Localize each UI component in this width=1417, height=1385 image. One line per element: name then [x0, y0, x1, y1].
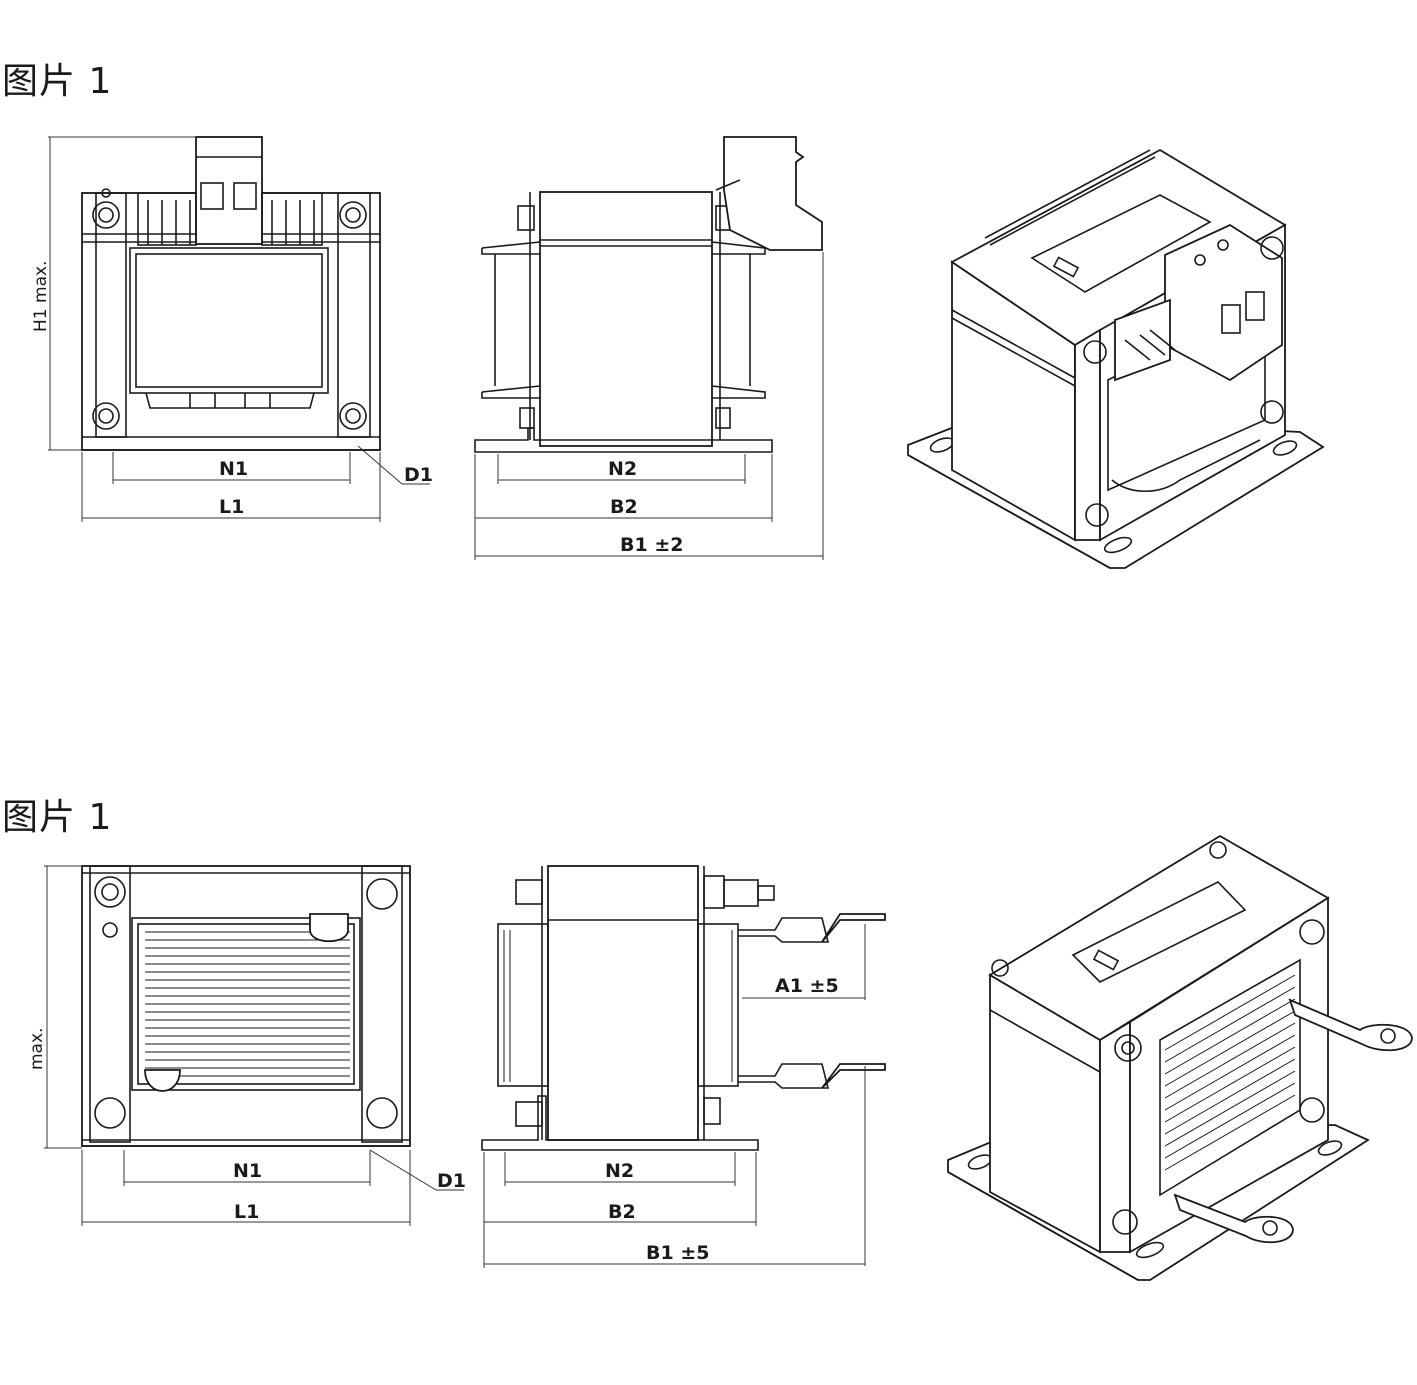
- fig2-bolt-tr-icon: [366, 878, 398, 910]
- figure-2: max. N1 L1 D1: [27, 834, 1413, 1281]
- figure-1-title: 图片 1: [2, 61, 113, 102]
- fig1-front-view: [81, 136, 381, 451]
- fig1-side-view: [474, 136, 823, 453]
- fig1-label-b1: B1 ±2: [620, 534, 683, 556]
- fig2-label-height: max.: [27, 1028, 47, 1070]
- fig1-bolt-br-icon: [339, 402, 367, 430]
- fig2-label-d1: D1: [437, 1170, 466, 1192]
- fig1-label-height: H1 max.: [31, 261, 51, 332]
- fig2-front-view: [81, 865, 411, 1147]
- fig1-label-b2: B2: [610, 496, 638, 518]
- fig1-bolt-tl-icon: [92, 188, 120, 229]
- fig2-label-b2: B2: [608, 1201, 636, 1223]
- fig2-bolt-br-icon: [366, 1097, 398, 1129]
- fig1-isometric-view: [907, 148, 1325, 569]
- fig2-iso-bolt-icon: [991, 841, 1325, 1235]
- fig2-iso-laminations: [1164, 974, 1296, 1171]
- fig2-label-n1: N1: [233, 1160, 262, 1182]
- fig1-label-d1: D1: [404, 464, 433, 486]
- fig2-side-view: [481, 865, 886, 1151]
- fig2-bolt-tl-icon: [94, 876, 126, 938]
- fig1-iso-bolt-icon: [1083, 236, 1284, 527]
- fig2-isometric-view: [947, 834, 1413, 1281]
- fig1-label-n2: N2: [608, 458, 637, 480]
- fig2-label-l1: L1: [234, 1201, 259, 1223]
- fig1-label-n1: N1: [219, 458, 248, 480]
- fig2-front-dimensions: [44, 865, 464, 1226]
- figure-2-title: 图片 1: [2, 797, 113, 838]
- fig2-label-b1: B1 ±5: [646, 1242, 709, 1264]
- fig2-label-n2: N2: [605, 1160, 634, 1182]
- fig1-bolt-bl-icon: [92, 402, 120, 430]
- figure-1: H1 max. N1 L1 D1: [31, 136, 1325, 569]
- fig2-side-dimensions: [483, 924, 866, 1268]
- fig1-side-dimensions: [474, 252, 824, 560]
- fig2-bolt-bl-icon: [94, 1097, 126, 1129]
- fig1-bolt-tr-icon: [339, 201, 367, 229]
- fig1-label-l1: L1: [219, 496, 244, 518]
- fig2-label-a1: A1 ±5: [775, 975, 839, 997]
- fig1-front-dimensions: [48, 136, 430, 522]
- fig2-side-fins: [503, 930, 739, 1082]
